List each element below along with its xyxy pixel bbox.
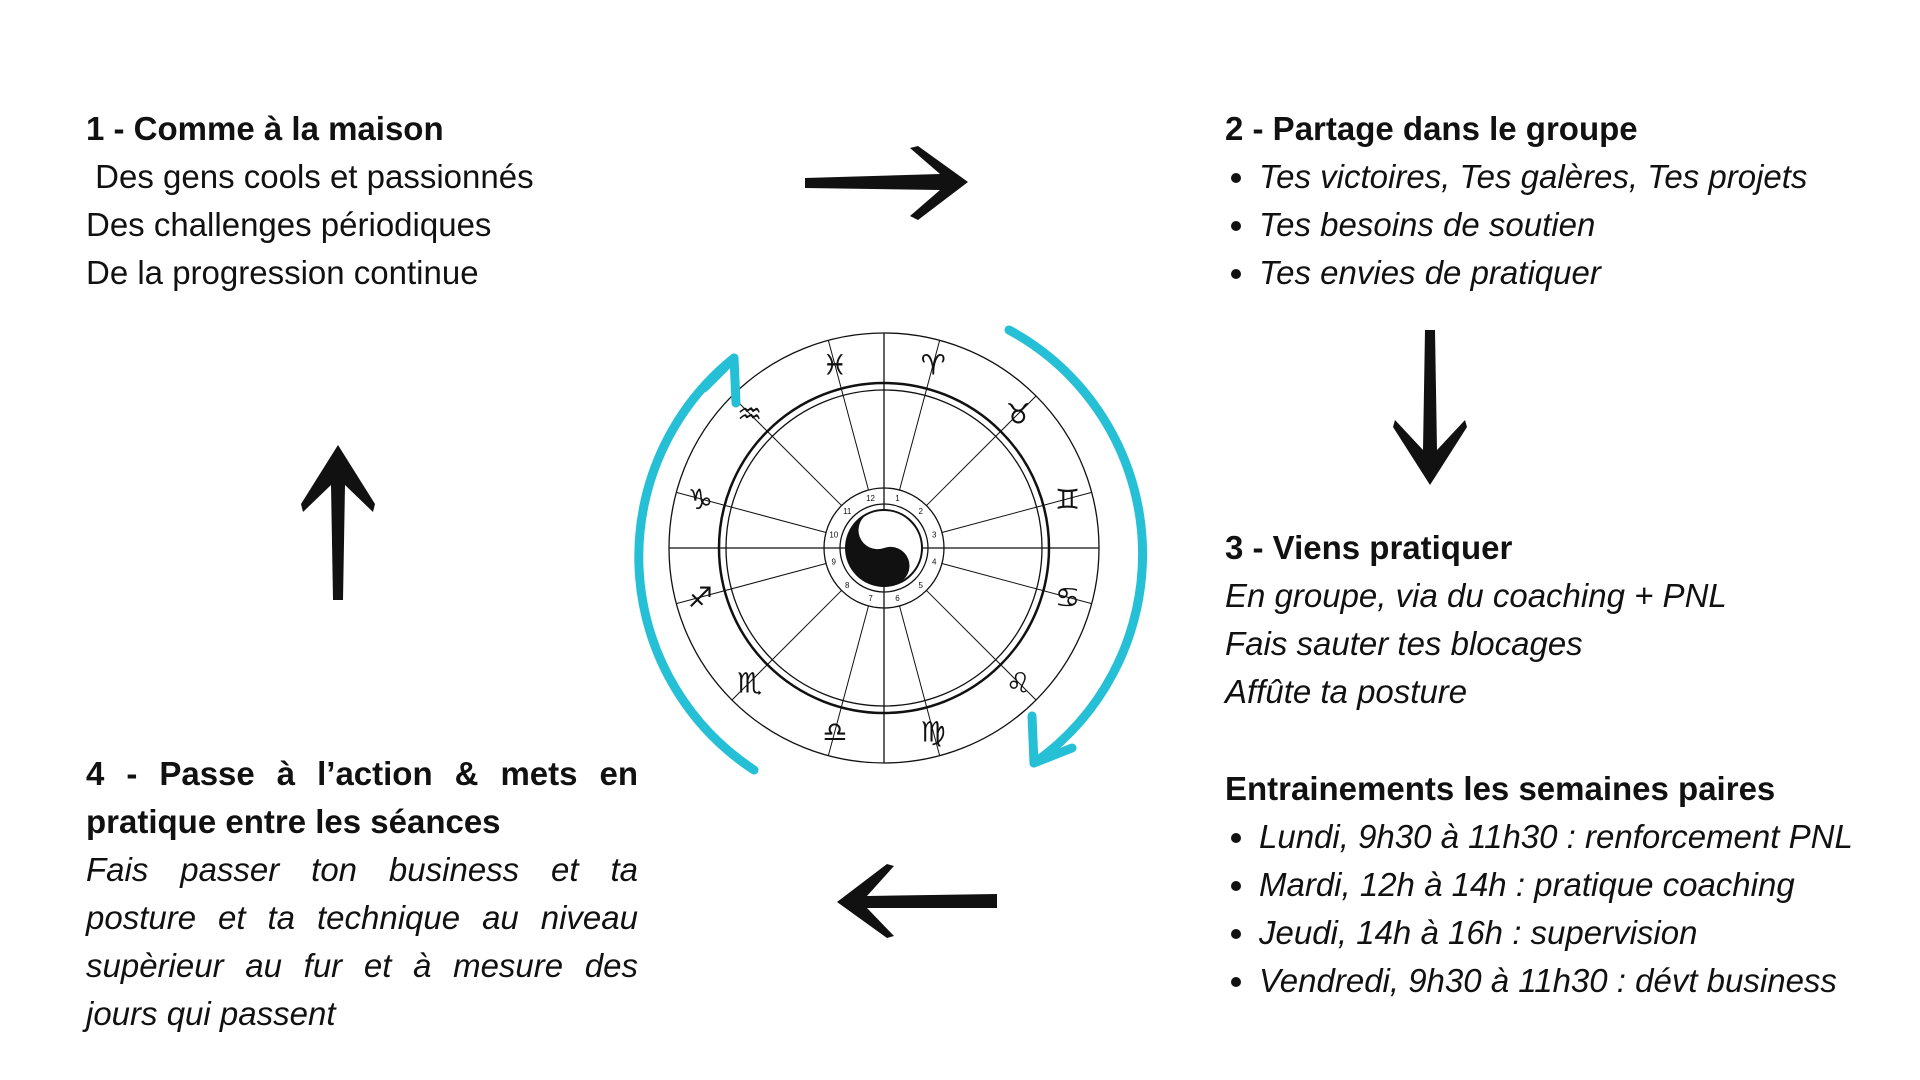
wheel-divider — [941, 563, 1092, 605]
zodiac-sign: ♏ — [737, 666, 762, 699]
wheel-divider — [676, 563, 827, 605]
house-number: 9 — [832, 557, 837, 566]
arrow-down-icon — [1393, 330, 1467, 485]
house-number: 3 — [932, 531, 937, 540]
zodiac-sign: ♍ — [921, 716, 946, 749]
zodiac-sign: ♓ — [822, 348, 847, 381]
wheel-divider — [731, 395, 842, 506]
step3: 3 - Viens pratiquer En groupe, via du co… — [1225, 524, 1727, 716]
house-number: 8 — [845, 581, 850, 590]
step4-title: 4 - Passe à l’action & mets en pratique … — [86, 755, 638, 840]
step1: 1 - Comme à la maison Des gens cools et … — [86, 105, 534, 297]
cycle-arrowhead — [699, 353, 741, 408]
house-number: 7 — [868, 594, 873, 603]
zodiac-sign: ♌ — [1006, 666, 1031, 699]
house-number: 5 — [919, 581, 924, 590]
wheel-divider — [827, 340, 869, 491]
step1-line: Des challenges périodiques — [86, 206, 492, 243]
cycle-arrowhead — [1027, 711, 1077, 768]
schedule: Entrainements les semaines paires Lundi,… — [1225, 765, 1853, 1005]
arrow-up-icon — [301, 445, 375, 600]
wheel-divider — [941, 491, 1092, 533]
step3-line: En groupe, via du coaching + PNL — [1225, 577, 1727, 614]
zodiac-sign: ♋ — [1055, 581, 1080, 614]
wheel-divider — [676, 491, 827, 533]
zodiac-sign: ♑ — [688, 483, 713, 516]
step2: 2 - Partage dans le groupe Tes victoires… — [1225, 105, 1807, 297]
schedule-item: Vendredi, 9h30 à 11h30 : dévt business — [1225, 957, 1853, 1005]
house-number: 4 — [932, 557, 937, 566]
zodiac-sign: ♐ — [688, 581, 713, 614]
schedule-item: Mardi, 12h à 14h : pratique coaching — [1225, 861, 1853, 909]
step2-bullet: Tes envies de pratiquer — [1225, 249, 1807, 297]
arrow-left-icon — [837, 864, 997, 938]
house-number: 11 — [843, 507, 852, 516]
zodiac-sign: ♈ — [921, 348, 946, 381]
yin-yang-dot — [888, 560, 904, 576]
wheel-divider — [926, 395, 1037, 506]
zodiac-sign: ♊ — [1055, 483, 1080, 516]
arrow-right-icon — [805, 146, 968, 220]
wheel-divider — [899, 340, 941, 491]
wheel-divider — [731, 590, 842, 701]
step3-title: 3 - Viens pratiquer — [1225, 529, 1513, 566]
cycle-arrow-left — [634, 353, 759, 775]
step1-line: Des gens cools et passionnés — [86, 158, 534, 195]
step3-line: Affûte ta posture — [1225, 673, 1468, 710]
step1-line: De la progression continue — [86, 254, 479, 291]
zodiac-sign: ♎ — [822, 716, 847, 749]
step2-bullet: Tes besoins de soutien — [1225, 201, 1807, 249]
schedule-title: Entrainements les semaines paires — [1225, 770, 1776, 807]
wheel-divider — [926, 590, 1037, 701]
zodiac-sign: ♉ — [1006, 398, 1031, 431]
house-number: 12 — [866, 494, 875, 503]
step4-text: Fais passer ton business et ta posture e… — [86, 851, 638, 1032]
wheel-divider — [827, 605, 869, 756]
step2-bullet: Tes victoires, Tes galères, Tes projets — [1225, 153, 1807, 201]
zodiac-sign: ♒ — [737, 398, 762, 431]
house-number: 2 — [919, 507, 924, 516]
house-number: 6 — [895, 594, 900, 603]
cycle-arrow-right — [1004, 325, 1148, 768]
wheel-divider — [899, 605, 941, 756]
step1-title: 1 - Comme à la maison — [86, 110, 444, 147]
step3-line: Fais sauter tes blocages — [1225, 625, 1583, 662]
house-number: 1 — [895, 494, 900, 503]
step4: 4 - Passe à l’action & mets en pratique … — [86, 750, 638, 1038]
schedule-item: Jeudi, 14h à 16h : supervision — [1225, 909, 1853, 957]
yin-yang-dot — [872, 524, 884, 536]
schedule-item: Lundi, 9h30 à 11h30 : renforcement PNL — [1225, 813, 1853, 861]
house-number: 10 — [829, 531, 838, 540]
step2-title: 2 - Partage dans le groupe — [1225, 110, 1638, 147]
